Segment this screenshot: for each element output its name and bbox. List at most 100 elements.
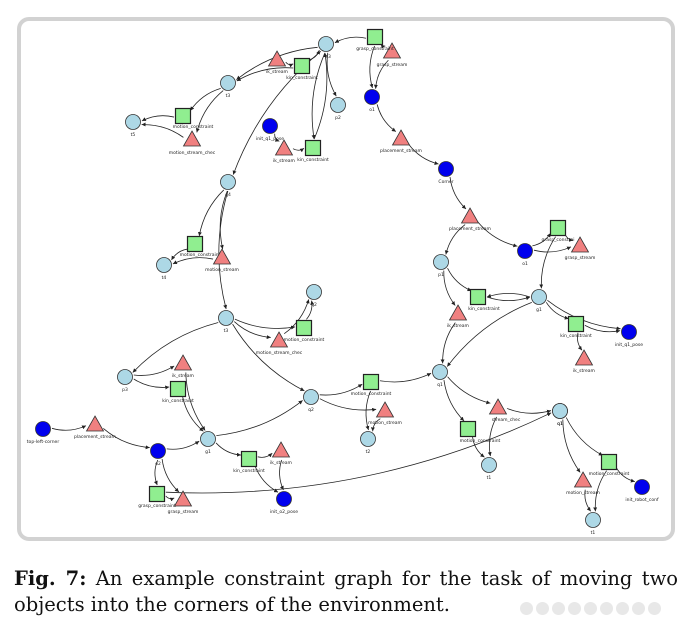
graph-edge [593,470,607,512]
graph-edge [308,49,320,61]
variable-node [360,431,376,447]
node-label: ik_stream [270,460,292,466]
node-label: t3 [224,328,229,334]
graph-edge [443,270,456,306]
node-label: o1 [369,107,375,113]
graph-edge [133,378,170,390]
graph-edge [584,324,621,334]
fixed-value-node [621,324,637,340]
graph-edge [216,400,303,436]
graph-edge [376,104,397,132]
stream-node [212,248,232,265]
graph-edge [487,416,497,457]
node-label: kin_constraint [468,306,500,312]
node-layer: grasp_streamgrasp_constraintik_streamkin… [27,28,659,536]
node-label: q1 [557,421,563,427]
fixed-value-node [517,243,533,259]
constraint-node [459,420,477,438]
node-label: q4 [225,192,231,198]
node-label: motion_stream_chec [256,350,303,356]
graph-edge [539,236,556,289]
graph-edge [565,417,603,456]
stream-node [271,441,291,458]
variable-node [303,389,319,405]
variable-node [200,431,216,447]
fixed-value-node [150,443,166,459]
variable-node [318,36,334,52]
node-label: ik_stream [172,373,194,379]
variable-node [531,289,547,305]
node-label: q3 [325,54,331,60]
graph-edge [218,190,229,310]
node-label: motion_constraint [589,471,630,477]
stream-node [391,129,411,146]
node-label: q2 [308,407,314,413]
node-label: motion_constraint [351,391,392,397]
graph-edge [562,419,581,473]
node-label: kin_constraint [233,468,265,474]
graph-edge [51,425,87,431]
graph-edge [274,133,280,142]
fixed-value-node [364,89,380,105]
graph-edge [172,257,214,265]
graph-edge [370,418,381,432]
node-label: o2 [155,461,161,467]
node-label: t5 [131,132,136,138]
variable-node [220,75,236,91]
node-label: motion_constraint [173,124,214,130]
graph-edge [171,248,188,261]
stream-node [173,490,193,507]
node-label: t1 [591,530,596,536]
constraint-node [293,57,311,75]
variable-node [552,403,568,419]
graph-edge [379,372,432,383]
graph-edge [615,467,635,483]
graph-edge [197,189,225,237]
fixed-value-node [634,479,650,495]
constraint-node [304,139,322,157]
stream-node [182,130,202,147]
variable-node [218,310,234,326]
constraint-node [567,315,585,333]
fixed-value-node [262,118,278,134]
stream-node [573,471,593,488]
node-label: grasp_constraint [356,46,394,52]
fixed-value-node [438,161,454,177]
node-label: motion_stream [205,267,239,273]
graph-edge [447,376,491,405]
graph-edge [195,90,224,133]
graph-edge [532,232,551,247]
node-label: kin_constraint [286,75,318,81]
node-label: p1 [438,272,444,278]
graph-edge [292,147,305,153]
graph-edge [236,67,294,82]
graph-edge [319,398,377,412]
fixed-value-node [35,421,51,437]
graph-edge [165,495,175,502]
variable-node [125,114,141,130]
constraint-node [366,28,384,46]
constraint-node [362,373,380,391]
graph-edge [233,321,271,340]
node-label: placement_stream [74,434,116,440]
graph-edge [408,143,439,165]
graph-edge [446,302,532,367]
figure-caption: Fig. 7: An example constraint graph for … [14,566,678,618]
graph-edge [133,365,175,376]
stream-node [267,50,287,67]
stream-node [574,349,594,366]
node-label: g1 [205,449,211,455]
node-label: init_q1_pose [256,136,284,142]
node-label: init_q1_pose [615,342,643,348]
graph-edge [103,428,150,450]
graph-edge [185,372,206,431]
stream-node [460,207,480,224]
node-label: placement_stream [449,226,491,232]
edge-layer [51,36,635,512]
graph-edge [584,489,592,512]
graph-edge [373,59,389,89]
node-label: init_o2_pose [270,509,298,515]
graph-edge [161,458,180,493]
constraint-node [169,380,187,398]
graph-edge [311,52,326,140]
